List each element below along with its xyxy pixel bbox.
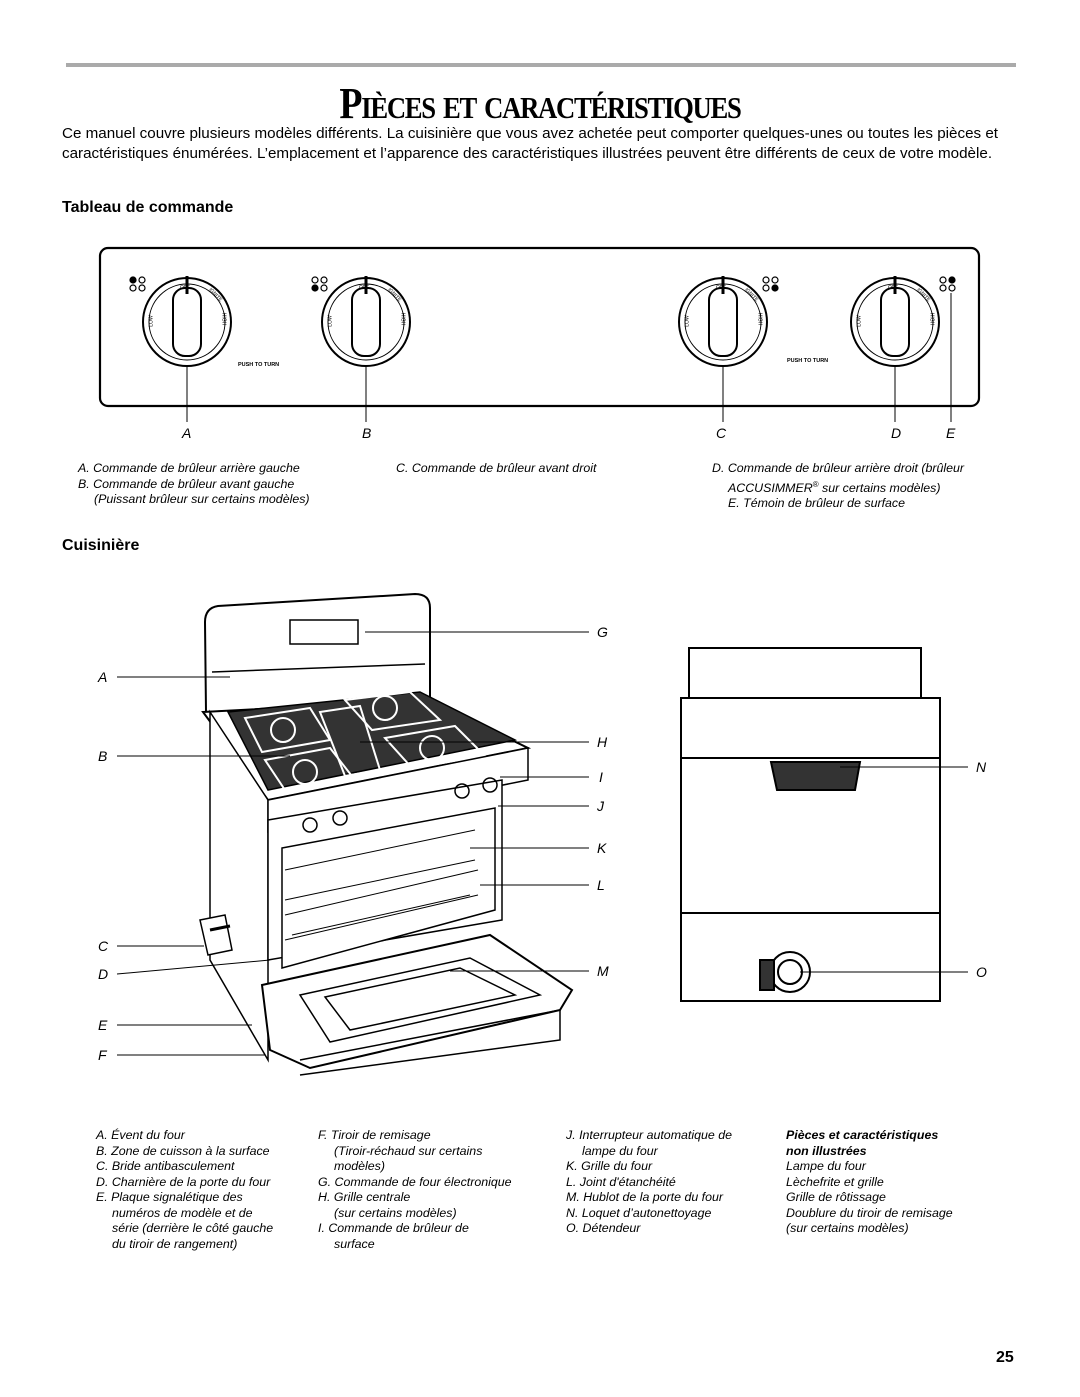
knob-off-label: OFF: [359, 285, 369, 291]
not-shown-heading-cont: non illustrées: [786, 1143, 867, 1158]
caption-b: B. Commande de brûleur avant gauche: [78, 476, 295, 491]
control-panel-heading: Tableau de commande: [62, 199, 234, 216]
not-shown-heading: Pièces et caractéristiques: [786, 1128, 939, 1142]
caption-d: D. Commande de brûleur arrière droit (br…: [712, 461, 965, 475]
range-callout-k: K: [597, 840, 607, 856]
range-callout-i: I: [599, 769, 603, 785]
callout-e: E: [946, 425, 956, 441]
control-panel-illustration: [98, 246, 981, 422]
range-callout-g: G: [597, 624, 608, 640]
range-captions-col2: F. Tiroir de remisage (Tiroir-réchaud su…: [318, 1128, 512, 1251]
control-captions-col1: A. Commande de brûleur arrière gauche B.…: [78, 461, 310, 508]
knob-d: [850, 276, 940, 367]
intro-paragraph: Ce manuel couvre plusieurs modèles diffé…: [62, 125, 998, 162]
push-to-turn-label: PUSH TO TURN: [238, 362, 280, 368]
range-captions-col3: J. Interrupteur automatique de lampe du …: [566, 1128, 732, 1235]
knob-b: [321, 276, 411, 367]
range-callout-c: C: [98, 938, 109, 954]
knob-off-label: OFF: [716, 285, 726, 291]
range-captions-col1: A. Évent du four B. Zone de cuisson à la…: [96, 1128, 274, 1251]
callout-d: D: [891, 425, 902, 441]
range-captions-col4: Pièces et caractéristiques non illustrée…: [786, 1128, 953, 1235]
burner-indicator-b: [311, 276, 328, 292]
burner-indicator-a: [129, 276, 146, 292]
knob-off-label: OFF: [888, 285, 898, 291]
range-callout-l: L: [597, 877, 605, 893]
caption-e: E. Témoin de brûleur de surface: [728, 496, 906, 511]
burner-indicator-d: [939, 276, 956, 292]
caption-d-cont: ACCUSIMMER® sur certains modèles): [728, 479, 941, 495]
page-number: 25: [996, 1349, 1014, 1366]
caption-c: C. Commande de brûleur avant droit: [396, 461, 597, 475]
range-callout-m: M: [597, 963, 609, 979]
range-callout-d: D: [98, 966, 109, 982]
caption-b-note: (Puissant brûleur sur certains modèles): [94, 492, 310, 506]
header-rule: [66, 63, 1016, 67]
control-captions-col2: C. Commande de brûleur avant droit: [396, 461, 596, 477]
burner-indicator-c: [762, 276, 779, 292]
range-callout-j: J: [597, 798, 604, 814]
range-callout-f: F: [98, 1047, 107, 1063]
caption-a: A. Commande de brûleur arrière gauche: [78, 461, 300, 475]
range-callout-e: E: [98, 1017, 108, 1033]
callout-c: C: [716, 425, 727, 441]
push-to-turn-label: PUSH TO TURN: [787, 358, 829, 364]
callout-a: A: [182, 425, 192, 441]
page-title: Pièces et caractéristiques: [339, 79, 741, 128]
range-callout-n: N: [976, 759, 987, 775]
knob-off-label: OFF: [180, 285, 190, 291]
knob-c: [678, 276, 768, 367]
range-illustration: [116, 592, 968, 1076]
range-callout-h: H: [597, 734, 608, 750]
range-callout-o: O: [976, 964, 987, 980]
range-callout-a: A: [98, 669, 108, 685]
range-heading: Cuisinière: [62, 537, 140, 554]
range-callout-b: B: [98, 748, 108, 764]
knob-a: [142, 276, 232, 367]
callout-b: B: [362, 425, 372, 441]
control-captions-col3: D. Commande de brûleur arrière droit (br…: [712, 461, 964, 512]
